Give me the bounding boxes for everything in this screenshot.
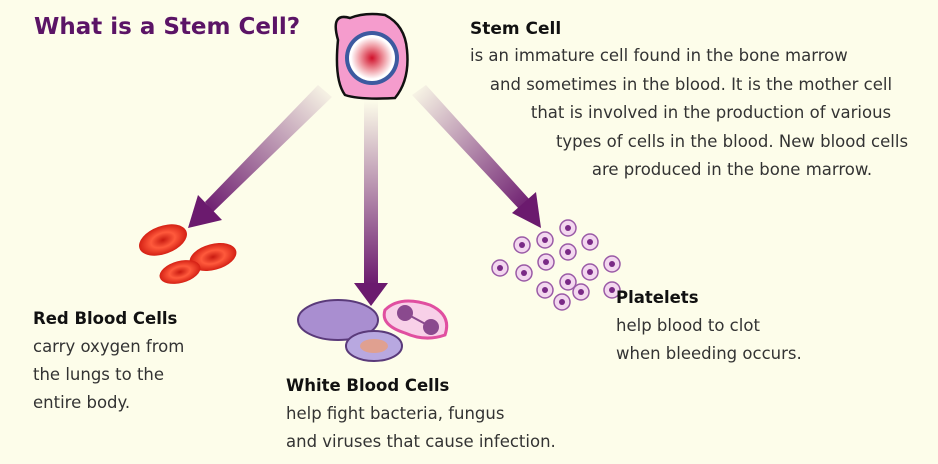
platelet	[559, 299, 565, 305]
arrow-to-platelets	[412, 85, 541, 228]
platelet	[609, 261, 615, 267]
red-line: the lungs to the	[33, 365, 165, 384]
stem-cell-line: are produced in the bone marrow.	[591, 160, 873, 179]
red-blood-cells-heading: Red Blood Cells	[33, 309, 178, 328]
platelets-description: Platelets help blood to clot when bleedi…	[616, 284, 802, 368]
stem-cell-description: Stem Cell is an immature cell found in t…	[470, 16, 912, 185]
platelet	[543, 259, 549, 265]
platelet	[497, 265, 503, 271]
white-line: help fight bacteria, fungus	[286, 404, 505, 423]
stem-cell-line: that is involved in the production of va…	[530, 103, 892, 122]
platelet	[565, 225, 571, 231]
platelet	[587, 269, 593, 275]
white-blood-cells-icon	[297, 299, 449, 362]
platelet	[565, 249, 571, 255]
white-line: and viruses that cause infection.	[286, 432, 556, 451]
white-blood-cells-heading: White Blood Cells	[286, 376, 450, 395]
platelets-heading: Platelets	[616, 288, 699, 307]
page-title: What is a Stem Cell?	[34, 14, 301, 40]
stem-cell-line: is an immature cell found in the bone ma…	[470, 46, 848, 65]
red-blood-cells-description: Red Blood Cells carry oxygen from the lu…	[33, 305, 184, 417]
platelet	[542, 237, 548, 243]
stem-cell-heading: Stem Cell	[470, 19, 562, 39]
stem-cell-line: types of cells in the blood. New blood c…	[555, 131, 909, 151]
arrow-to-white-cells	[354, 100, 388, 306]
platelets-icon	[491, 219, 621, 311]
red-line: carry oxygen from	[33, 337, 185, 356]
platelet	[565, 279, 571, 285]
red-blood-cells-icon	[139, 224, 237, 284]
platelet	[521, 270, 527, 276]
platelets-line: help blood to clot	[616, 316, 760, 335]
white-blood-cells-description: White Blood Cells help fight bacteria, f…	[286, 372, 556, 456]
platelet	[578, 289, 584, 295]
red-line: entire body.	[33, 393, 131, 412]
platelet	[587, 239, 593, 245]
arrow-to-red-cells	[188, 85, 332, 228]
stem-cell-line: and sometimes in the blood. It is the mo…	[489, 74, 893, 94]
stem-cell-icon	[334, 12, 409, 100]
platelets-line: when bleeding occurs.	[616, 344, 802, 363]
platelet	[609, 287, 615, 293]
platelet	[542, 287, 548, 293]
platelet	[519, 242, 525, 248]
